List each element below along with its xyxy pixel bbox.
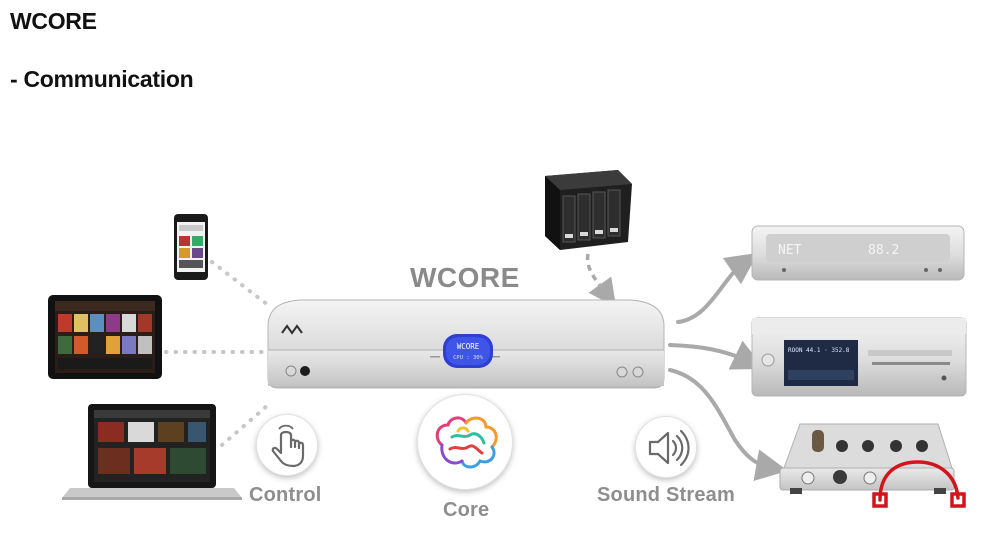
page-title: WCORE bbox=[10, 8, 97, 34]
output-tube-amp bbox=[779, 423, 955, 494]
page-subtitle: - Communication bbox=[10, 66, 194, 92]
brain-icon bbox=[435, 416, 498, 469]
wcore-device: WCORE CPU : 30% bbox=[267, 299, 665, 389]
tuner-display-left: NET bbox=[778, 243, 802, 258]
dac-display: ROON 44.1 · 352.8 bbox=[788, 347, 850, 354]
device-screen-line1: WCORE bbox=[457, 342, 480, 351]
caption-control: Control bbox=[249, 484, 322, 506]
caption-sound-stream: Sound Stream bbox=[597, 484, 735, 506]
sound-stream-bubble bbox=[635, 416, 697, 478]
phone-connector bbox=[210, 260, 270, 307]
arrow-to-dac bbox=[668, 340, 765, 370]
headphone-icon bbox=[872, 460, 966, 508]
core-bubble bbox=[417, 394, 513, 490]
control-connectors bbox=[164, 260, 270, 447]
speaker-icon bbox=[648, 429, 690, 467]
arrow-to-amp bbox=[668, 368, 788, 481]
hand-touch-icon bbox=[271, 424, 305, 468]
nas-server bbox=[545, 170, 632, 250]
arrow-to-tuner bbox=[676, 252, 759, 324]
output-dac: ROON 44.1 · 352.8 bbox=[751, 317, 967, 397]
caption-core: Core bbox=[443, 499, 490, 521]
laptop-connector bbox=[220, 403, 270, 447]
device-screen-line2: CPU : 30% bbox=[453, 355, 483, 361]
tuner-display-right: 88.2 bbox=[868, 243, 899, 258]
output-arrows bbox=[668, 252, 788, 481]
nas-arrow bbox=[585, 253, 617, 308]
laptop bbox=[62, 404, 242, 500]
center-device-label: WCORE bbox=[410, 262, 520, 293]
control-bubble bbox=[256, 414, 318, 476]
smartphone bbox=[174, 214, 208, 280]
tablet bbox=[48, 295, 162, 379]
output-tuner: NET 88.2 bbox=[751, 225, 965, 281]
